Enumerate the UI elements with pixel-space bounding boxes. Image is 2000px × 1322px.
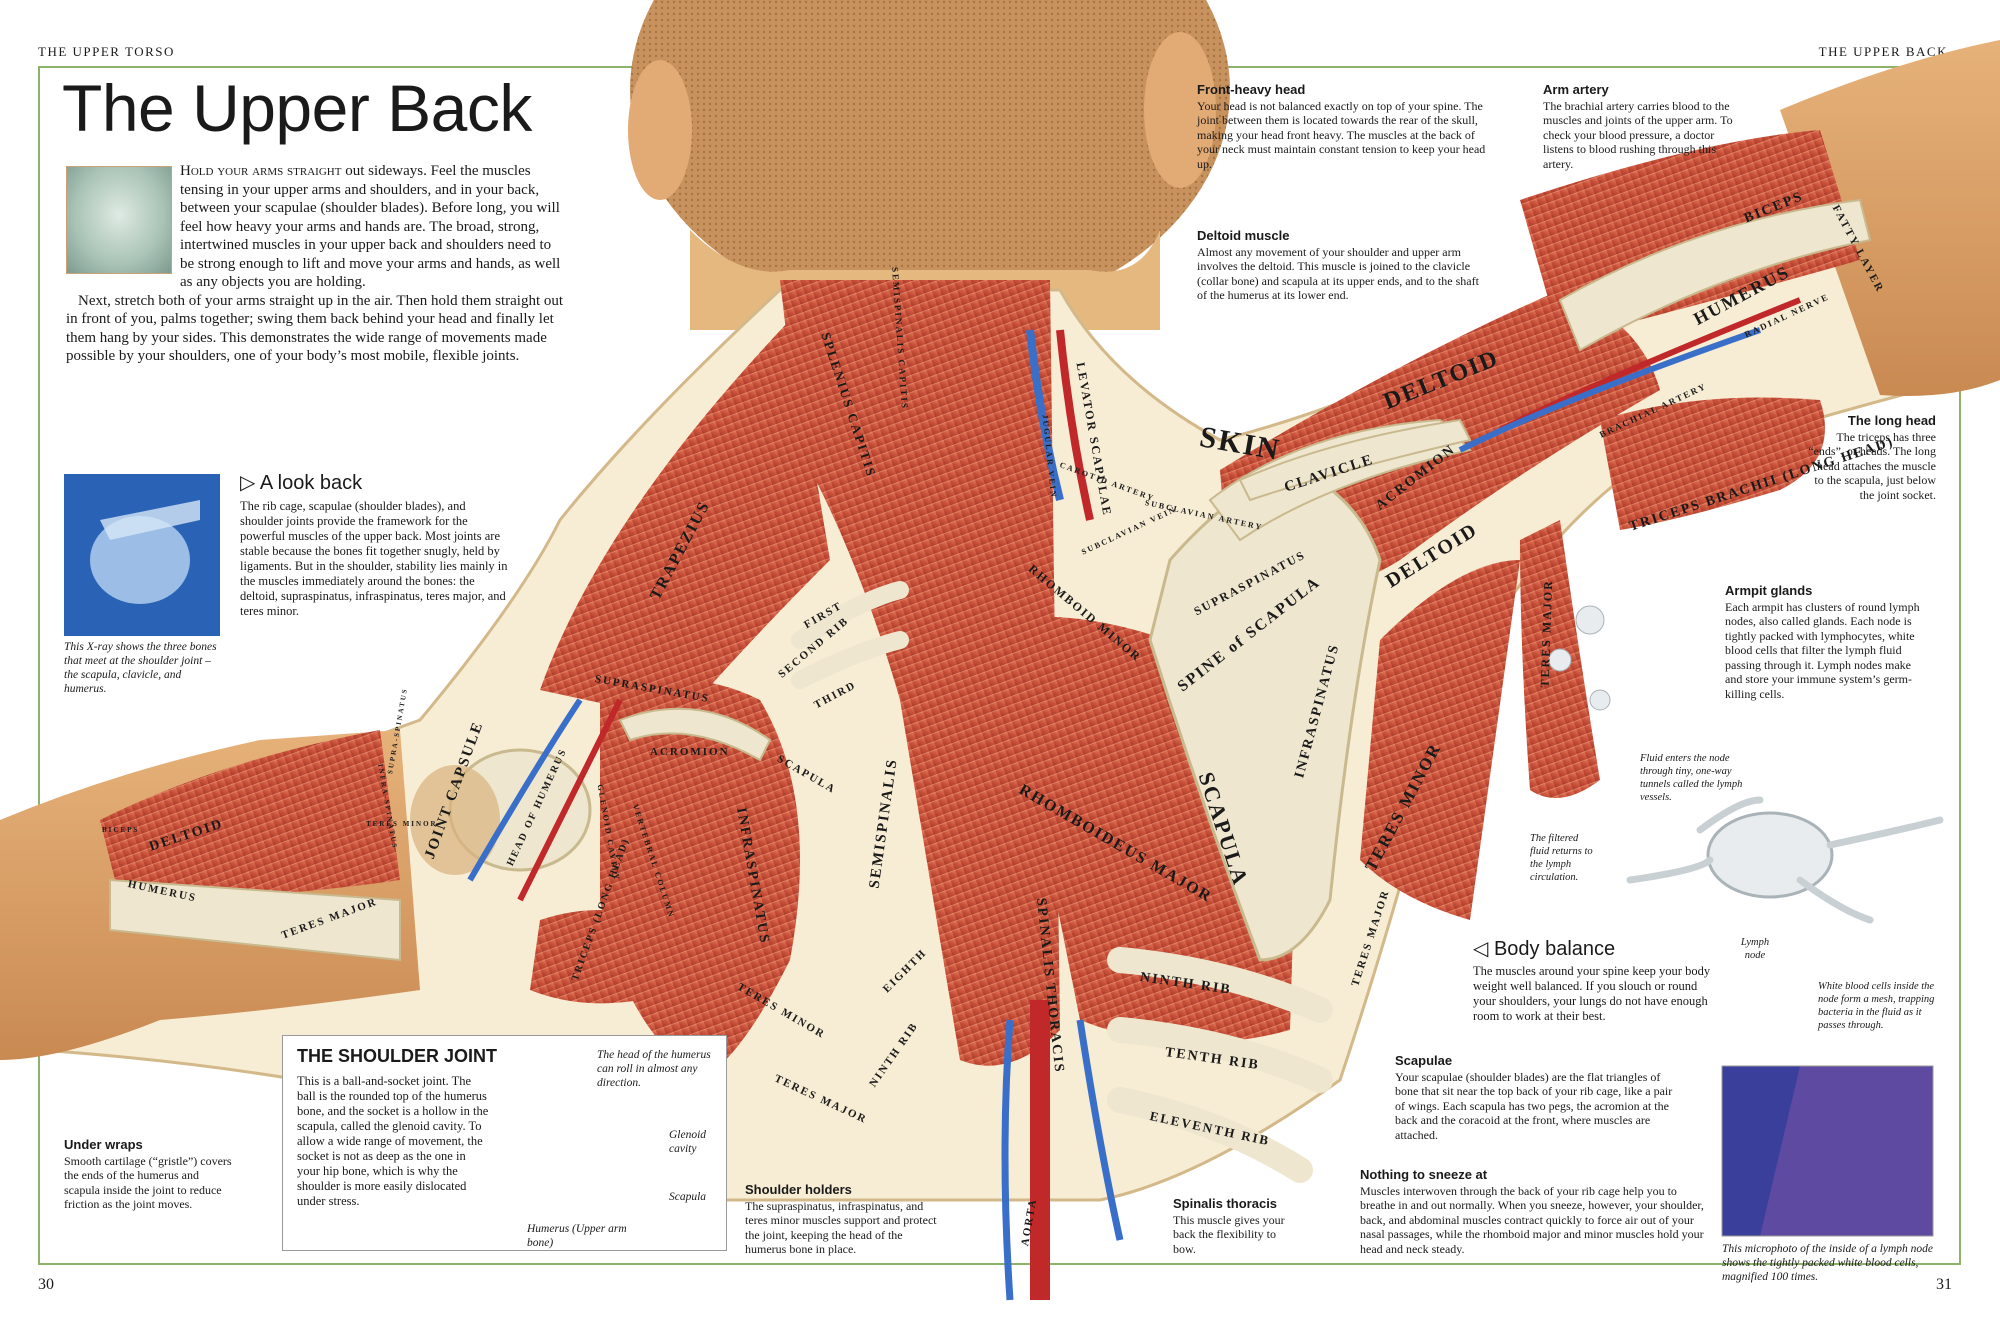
spinalis-thoracis-text: This muscle gives your back the flexibil… [1173, 1212, 1285, 1256]
page-number-right: 31 [1936, 1276, 1952, 1293]
intro-lead: Hold your arms straight [180, 163, 342, 179]
shoulder-joint-text: This is a ball-and-socket joint. The bal… [297, 1074, 489, 1208]
page-title: The Upper Back [62, 71, 532, 145]
label-scapula: Scapula [669, 1191, 707, 1203]
page-number-left: 30 [38, 1276, 54, 1293]
armpit-glands-callout: Armpit glands Each armpit has clusters o… [1725, 583, 1930, 701]
shoulder-holders-callout: Shoulder holders The supraspinatus, infr… [745, 1182, 945, 1257]
arm-artery-text: The brachial artery carries blood to the… [1543, 98, 1733, 171]
long-head-callout: The long head The triceps has three “end… [1806, 413, 1936, 502]
armpit-glands-title: Armpit glands [1725, 583, 1813, 598]
microphoto-caption: This microphoto of the inside of a lymph… [1722, 1243, 1934, 1283]
long-head-title: The long head [1847, 413, 1936, 428]
body-balance-title: ◁ Body balance [1473, 938, 1616, 960]
look-back-section: ▷ A look back The rib cage, scapulae (sh… [240, 470, 510, 619]
under-wraps-title: Under wraps [64, 1137, 143, 1152]
lymph-fluid-enters-caption: Fluid enters the node through tiny, one-… [1640, 753, 1743, 803]
look-back-title: ▷ A look back [240, 472, 363, 494]
look-back-text: The rib cage, scapulae (shoulder blades)… [240, 499, 508, 618]
torso-thumbnail-image [66, 166, 172, 274]
armpit-glands-text: Each armpit has clusters of round lymph … [1725, 599, 1920, 701]
running-header-right: THE UPPER BACK [1818, 44, 1948, 59]
long-head-text: The triceps has three “ends”, or heads. … [1808, 429, 1936, 502]
front-heavy-title: Front-heavy head [1197, 82, 1306, 97]
under-wraps-callout: Under wraps Smooth cartilage (“gristle”)… [64, 1137, 234, 1212]
shoulder-joint-box: THE SHOULDER JOINT This is a ball-and-so… [282, 1035, 727, 1251]
lymph-white-cells-caption: White blood cells inside the node form a… [1818, 981, 1935, 1031]
label-glenoid-cavity: Glenoid cavity [669, 1129, 707, 1155]
label-acromion-left: ACROMION [650, 746, 730, 758]
spinalis-thoracis-title: Spinalis thoracis [1173, 1196, 1278, 1211]
front-heavy-callout: Front-heavy head Your head is not balanc… [1197, 82, 1497, 171]
deltoid-muscle-callout: Deltoid muscle Almost any movement of yo… [1197, 228, 1487, 303]
label-biceps-left: BICEPS [102, 826, 140, 834]
spinalis-thoracis-callout: Spinalis thoracis This muscle gives your… [1173, 1196, 1288, 1256]
sneeze-text: Muscles interwoven through the back of y… [1360, 1183, 1704, 1256]
arm-artery-title: Arm artery [1543, 82, 1609, 97]
sneeze-title: Nothing to sneeze at [1360, 1167, 1488, 1182]
under-wraps-text: Smooth cartilage (“gristle”) covers the … [64, 1153, 232, 1212]
label-teres-minor-small: TERES MINOR [366, 820, 438, 828]
lymph-filtered-caption: The filtered fluid returns to the lymph … [1530, 833, 1593, 883]
body-balance-section: ◁ Body balance The muscles around your s… [1473, 936, 1723, 1024]
label-head-of-humerus: The head of the humerus can roll in almo… [597, 1049, 711, 1089]
scapulae-title: Scapulae [1395, 1053, 1453, 1068]
intro-text: Hold your arms straight out sideways. Fe… [66, 162, 566, 366]
trapezius-left-mass [540, 320, 830, 720]
sneeze-callout: Nothing to sneeze at Muscles interwoven … [1360, 1167, 1705, 1256]
xray-caption: This X-ray shows the three bones that me… [64, 641, 217, 695]
scapulae-callout: Scapulae Your scapulae (shoulder blades)… [1395, 1053, 1685, 1142]
lymph-node-caption: Lymph node [1740, 937, 1770, 961]
deltoid-muscle-title: Deltoid muscle [1197, 228, 1290, 243]
body-balance-text: The muscles around your spine keep your … [1473, 964, 1711, 1023]
deltoid-muscle-text: Almost any movement of your shoulder and… [1197, 244, 1479, 303]
label-humerus: Humerus (Upper arm bone) [527, 1223, 627, 1249]
intro-p1: out sideways. Feel the muscles tensing i… [180, 163, 561, 290]
scapulae-text: Your scapulae (shoulder blades) are the … [1395, 1069, 1673, 1142]
shoulder-joint-title: THE SHOULDER JOINT [297, 1046, 498, 1066]
shoulder-holders-title: Shoulder holders [745, 1182, 852, 1197]
head-hair [630, 0, 1230, 320]
shoulder-holders-text: The supraspinatus, infraspinatus, and te… [745, 1198, 937, 1257]
front-heavy-text: Your head is not balanced exactly on top… [1197, 98, 1486, 171]
intro-p2: Next, stretch both of your arms straight… [66, 292, 564, 365]
running-header-left: THE UPPER TORSO [38, 44, 175, 59]
arm-artery-callout: Arm artery The brachial artery carries b… [1543, 82, 1743, 171]
